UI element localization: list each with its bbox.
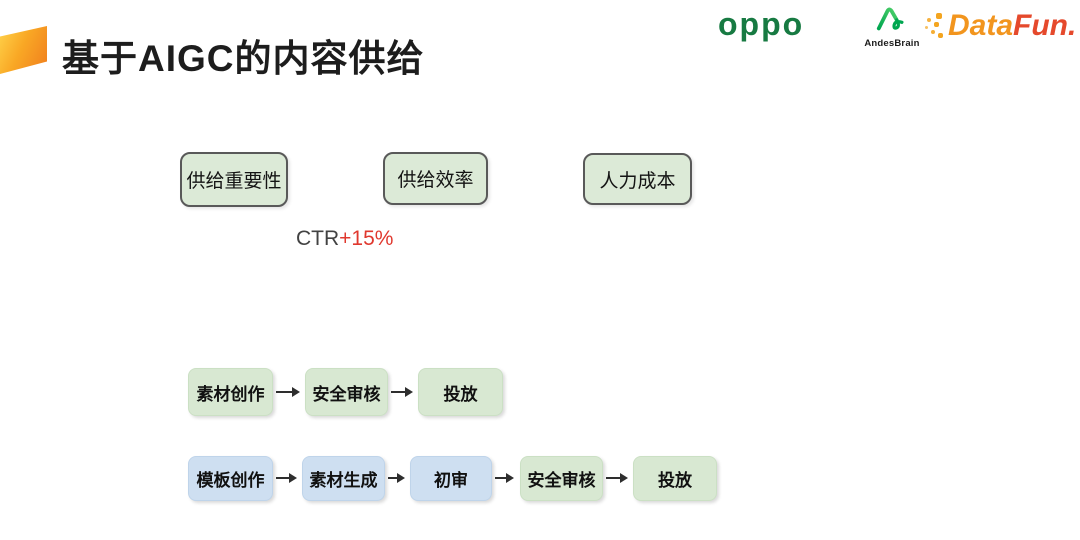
right-arrow-icon <box>276 387 300 397</box>
benefit-box-supply-importance: 供给重要性 <box>180 152 288 207</box>
datafun-logo: DataFun. <box>924 8 1076 44</box>
right-arrow-icon <box>606 473 628 483</box>
title-accent-icon <box>0 26 47 74</box>
page-title: 基于AIGC的内容供给 <box>62 38 425 79</box>
flow-aigc-step-initial-review: 初审 <box>410 456 492 501</box>
andesbrain-a-icon <box>875 6 909 37</box>
flow-manual-step-safety-review: 安全审核 <box>305 368 388 416</box>
right-arrow-icon <box>388 473 405 483</box>
right-arrow-icon <box>276 473 297 483</box>
right-arrow-icon <box>495 473 514 483</box>
datafun-wordmark: DataFun. <box>948 9 1077 42</box>
ctr-metric-delta: +15% <box>339 227 394 250</box>
benefit-box-supply-efficiency: 供给效率 <box>383 152 488 205</box>
ctr-metric-label: CTR <box>296 227 340 250</box>
datafun-dots-icon <box>924 11 946 41</box>
oppo-logo: oppo <box>718 6 805 42</box>
flow-manual-step-launch: 投放 <box>418 368 503 416</box>
flow-aigc-step-launch: 投放 <box>633 456 717 501</box>
benefit-box-labor-cost: 人力成本 <box>583 153 692 205</box>
right-arrow-icon <box>391 387 413 397</box>
ctr-metric: CTR+15% <box>296 227 393 251</box>
andesbrain-label: AndesBrain <box>864 38 920 49</box>
flow-aigc-step-template-creation: 模板创作 <box>188 456 273 501</box>
andesbrain-logo: AndesBrain <box>860 6 924 49</box>
flow-aigc-step-material-generation: 素材生成 <box>302 456 385 501</box>
flow-manual-step-material-creation: 素材创作 <box>188 368 273 416</box>
flow-aigc-step-safety-review: 安全审核 <box>520 456 603 501</box>
